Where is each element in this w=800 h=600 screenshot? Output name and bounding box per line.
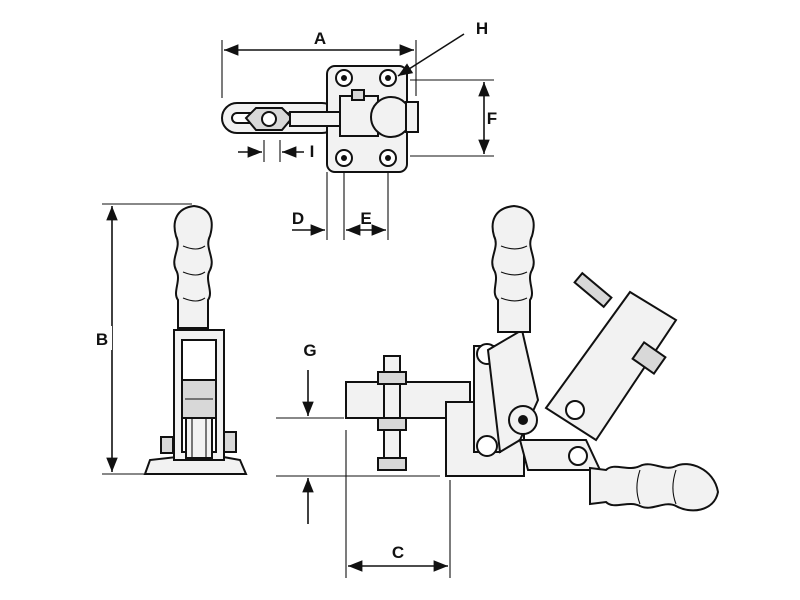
dimension-b: B bbox=[94, 203, 192, 475]
dimension-a: A bbox=[221, 27, 417, 98]
side-view bbox=[345, 204, 720, 512]
dimension-c: C bbox=[345, 430, 451, 578]
front-view bbox=[143, 204, 248, 475]
dimension-f: F bbox=[410, 79, 497, 157]
label-c: C bbox=[392, 543, 404, 562]
label-g: G bbox=[303, 341, 316, 360]
label-h: H bbox=[476, 19, 488, 38]
label-a: A bbox=[314, 29, 326, 48]
label-d: D bbox=[292, 209, 304, 228]
dimension-g: G bbox=[276, 341, 440, 524]
dimension-h: H bbox=[397, 19, 488, 77]
label-f: F bbox=[487, 109, 497, 128]
label-b: B bbox=[96, 330, 108, 349]
label-i: I bbox=[310, 142, 315, 161]
bolt-hole-icon bbox=[335, 69, 397, 167]
dimension-d-e: D E bbox=[292, 172, 389, 240]
top-view bbox=[221, 65, 419, 173]
label-e: E bbox=[360, 209, 371, 228]
dimension-i: I bbox=[238, 140, 314, 162]
